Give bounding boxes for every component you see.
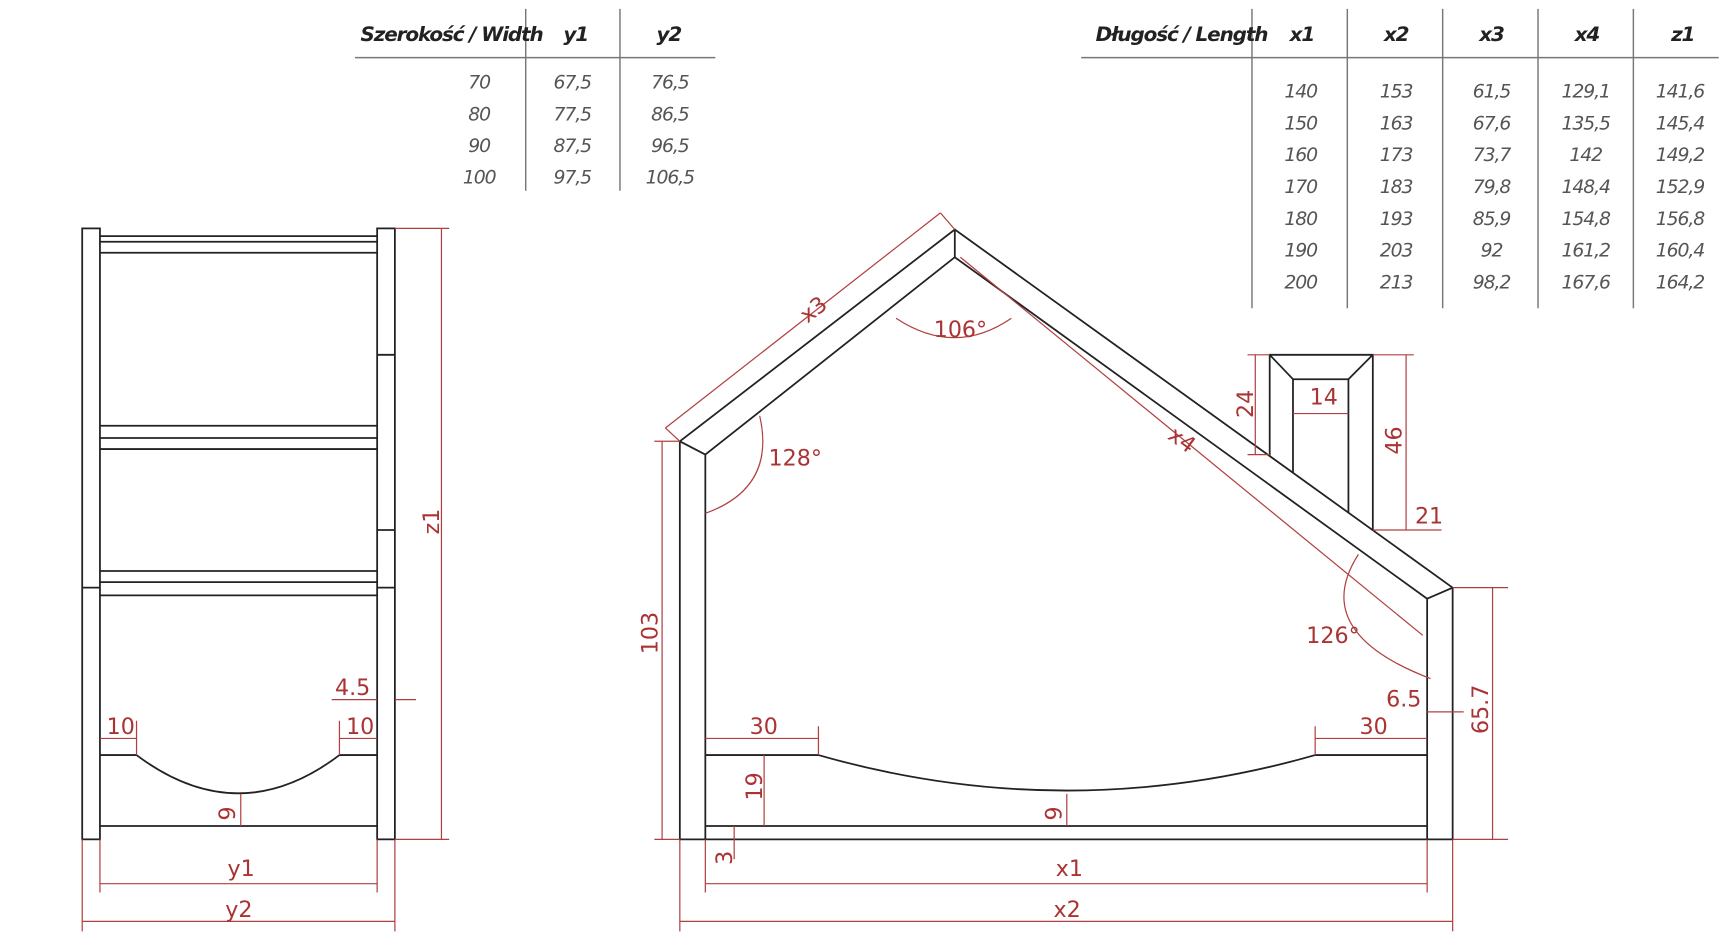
side-depth-label: 9 [1041, 806, 1067, 820]
table-cell: 152,9 [1656, 177, 1704, 198]
right-30-label: 30 [1360, 714, 1388, 740]
x1-label: x1 [1056, 856, 1083, 882]
apex-angle-label: 106° [934, 317, 987, 343]
table-cell: 96,5 [651, 136, 689, 157]
left-angle-label: 128° [769, 446, 822, 472]
table-cell: 90 [468, 136, 491, 157]
wall-height-label: 103 [638, 612, 664, 654]
left-30-label: 30 [750, 714, 778, 740]
table-cell: 67,6 [1473, 113, 1512, 134]
table-cell: 190 [1284, 241, 1318, 262]
table-cell: 140 [1284, 82, 1318, 103]
x3-header: x3 [1478, 22, 1504, 46]
table-cell: 141,6 [1656, 82, 1705, 103]
table-cell: 76,5 [651, 73, 689, 94]
table-cell: 67,5 [554, 73, 592, 94]
table-cell: 164,2 [1656, 273, 1704, 294]
front-depth-label: 9 [215, 806, 241, 820]
table-cell: 160,4 [1656, 241, 1704, 262]
table-cell: 153 [1380, 82, 1413, 103]
gap-label: 4.5 [335, 675, 370, 701]
y2-header: y2 [657, 22, 682, 46]
right-10-label: 10 [346, 714, 374, 740]
table-cell: 161,2 [1562, 241, 1610, 262]
table-cell: 70 [468, 73, 491, 94]
table-cell: 160 [1284, 145, 1318, 166]
floor-label: 3 [712, 851, 738, 865]
side-view: x3 x4 106° 128° 126° 24 14 46 21 6.5 65.… [638, 212, 1509, 932]
table-cell: 170 [1284, 177, 1318, 198]
table-cell: 73,7 [1473, 145, 1512, 166]
x4-header: x4 [1574, 22, 1600, 46]
chimney-height-label: 24 [1233, 390, 1259, 418]
table-cell: 86,5 [651, 104, 689, 125]
table-cell: 200 [1284, 273, 1318, 294]
table-cell: 100 [463, 168, 497, 189]
chimney-width-label: 14 [1310, 385, 1338, 411]
table-cell: 167,6 [1562, 273, 1611, 294]
offset-label: 6.5 [1386, 686, 1421, 712]
x1-header: x1 [1289, 22, 1315, 46]
width-table: Szerokość / Width y1 y2 70 67,5 76,5 80 77,5… [354, 8, 716, 191]
x2-header: x2 [1383, 22, 1409, 46]
table-cell: 142 [1569, 145, 1602, 166]
table-cell: 98,2 [1473, 273, 1511, 294]
table-cell: 148,4 [1562, 177, 1610, 198]
table-cell: 156,8 [1656, 209, 1705, 230]
table-cell: 97,5 [554, 168, 592, 189]
y2-label: y2 [225, 897, 252, 923]
table-cell: 173 [1380, 145, 1413, 166]
y1-label: y1 [227, 856, 254, 882]
table-cell: 183 [1380, 177, 1413, 198]
table-cell: 80 [468, 104, 491, 125]
table-cell: 149,2 [1656, 145, 1704, 166]
chimney-offset-label: 21 [1415, 503, 1443, 529]
z1-label: z1 [419, 509, 445, 535]
board-label: 19 [742, 772, 768, 800]
width-header: Szerokość / Width [361, 22, 544, 46]
table-cell: 135,5 [1562, 113, 1610, 134]
table-cell: 85,9 [1473, 209, 1511, 230]
z1-header: z1 [1670, 22, 1694, 46]
front-view: z1 y1 y2 10 10 4.5 9 [81, 227, 450, 932]
right-angle-label: 126° [1306, 623, 1359, 649]
table-cell: 87,5 [554, 136, 592, 157]
table-cell: 154,8 [1562, 209, 1611, 230]
table-cell: 180 [1284, 209, 1318, 230]
y1-header: y1 [563, 22, 588, 46]
table-cell: 213 [1380, 273, 1413, 294]
left-10-label: 10 [107, 714, 135, 740]
x2-label: x2 [1053, 897, 1080, 923]
table-cell: 203 [1380, 241, 1413, 262]
length-table: Długość / Length x1 x2 x3 x4 z1 140 153 61… [1081, 8, 1719, 309]
table-cell: 106,5 [646, 168, 694, 189]
table-cell: 193 [1380, 209, 1413, 230]
table-cell: 77,5 [554, 104, 592, 125]
chimney-total-label: 46 [1382, 426, 1408, 454]
table-cell: 163 [1380, 113, 1413, 134]
table-cell: 150 [1284, 113, 1318, 134]
length-header: Długość / Length [1096, 22, 1269, 46]
table-cell: 79,8 [1473, 177, 1512, 198]
table-cell: 92 [1481, 241, 1503, 262]
post-height-label: 65.7 [1468, 685, 1494, 734]
table-cell: 129,1 [1562, 82, 1610, 103]
table-cell: 145,4 [1656, 113, 1704, 134]
table-cell: 61,5 [1473, 82, 1511, 103]
